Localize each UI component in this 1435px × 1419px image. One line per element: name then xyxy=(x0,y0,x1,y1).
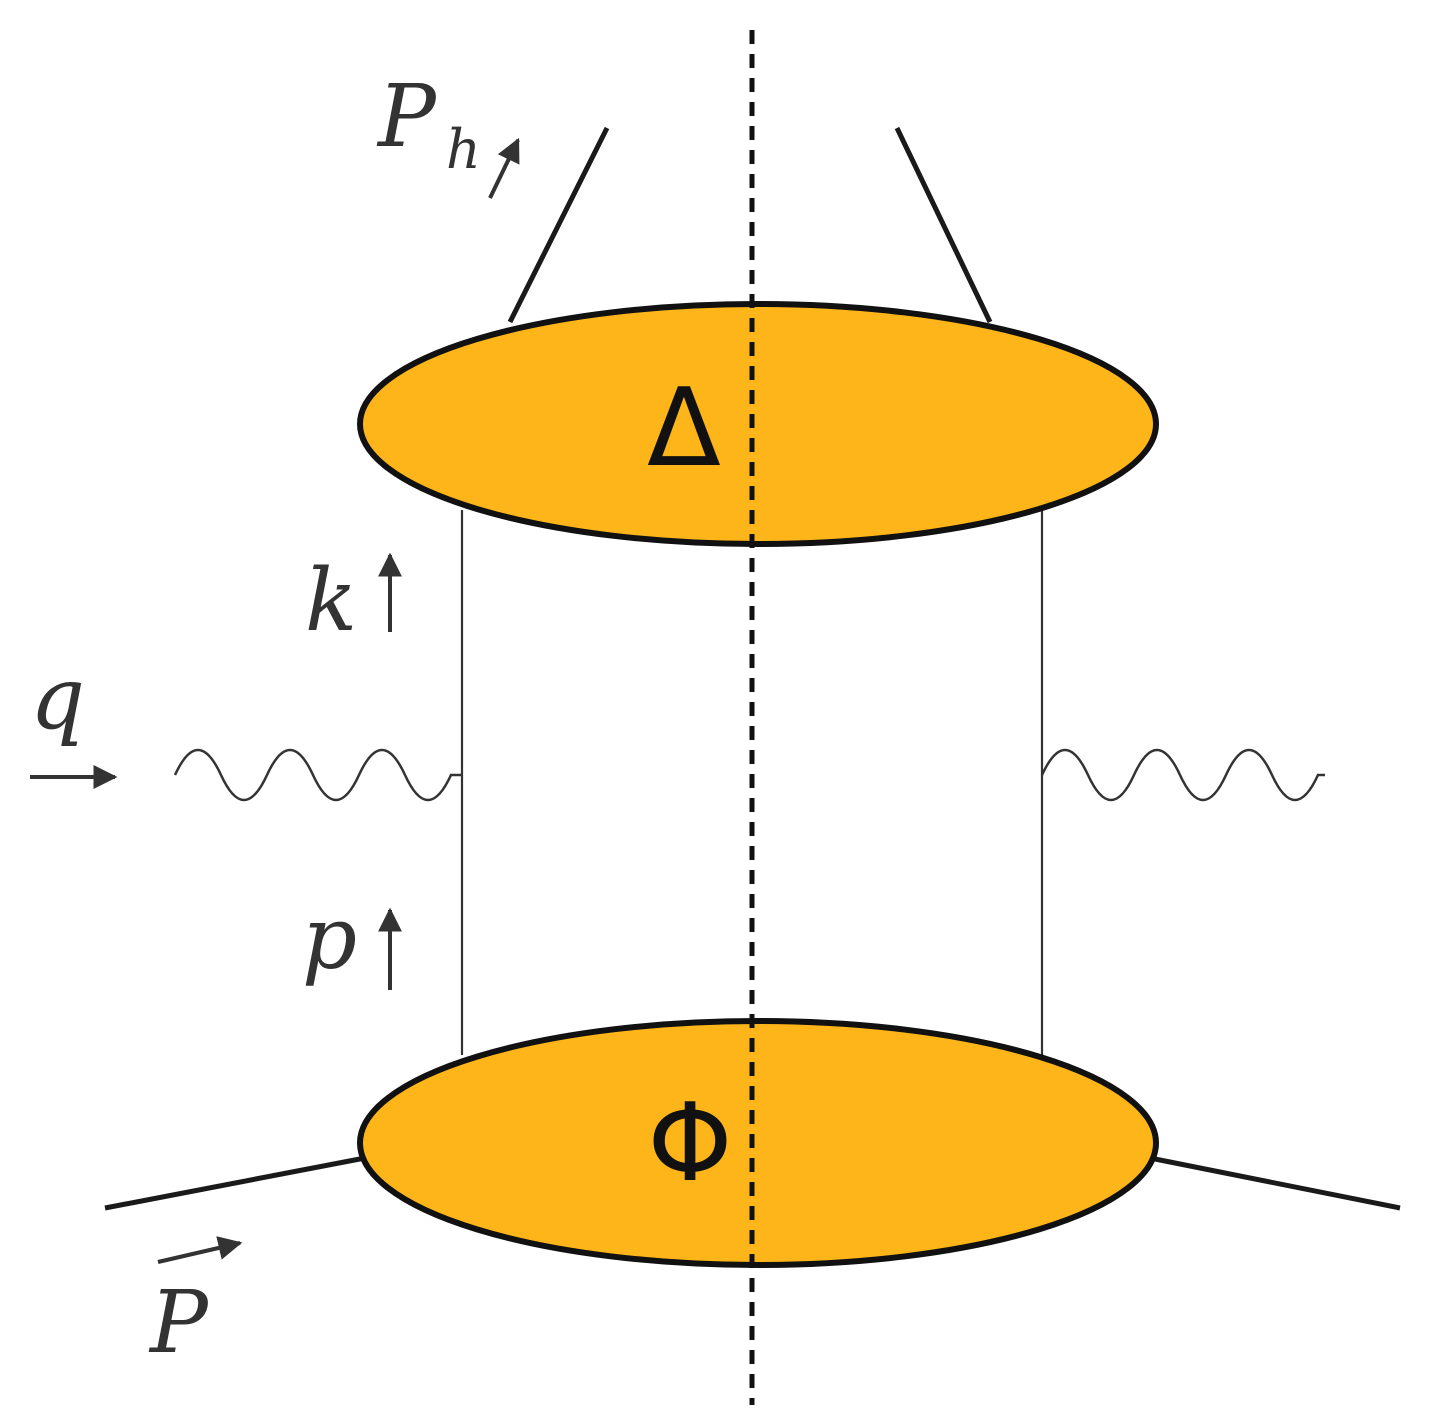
hadron-line-left xyxy=(507,126,610,324)
quark-out-momentum-label: k xyxy=(305,551,357,651)
target-momentum-label: P xyxy=(148,1273,210,1373)
photon-line-right xyxy=(1040,748,1325,802)
hadron-momentum-arrow xyxy=(488,137,520,199)
hadron-momentum-label: P xyxy=(376,67,438,167)
delta-symbol: Δ xyxy=(647,366,721,491)
target-momentum-arrow xyxy=(157,1236,243,1264)
target-line-left xyxy=(104,1155,366,1211)
hadron-momentum-subscript: h xyxy=(446,118,481,181)
quark-in-momentum-label: p xyxy=(302,889,357,989)
phi-symbol: Φ xyxy=(647,1081,732,1206)
distribution-blob xyxy=(357,1018,1159,1268)
photon-momentum-label: q xyxy=(30,649,85,749)
fragmentation-blob xyxy=(357,301,1159,547)
photon-line-left xyxy=(173,748,462,802)
target-line-right xyxy=(1149,1155,1401,1211)
hadron-line-right xyxy=(894,126,993,324)
